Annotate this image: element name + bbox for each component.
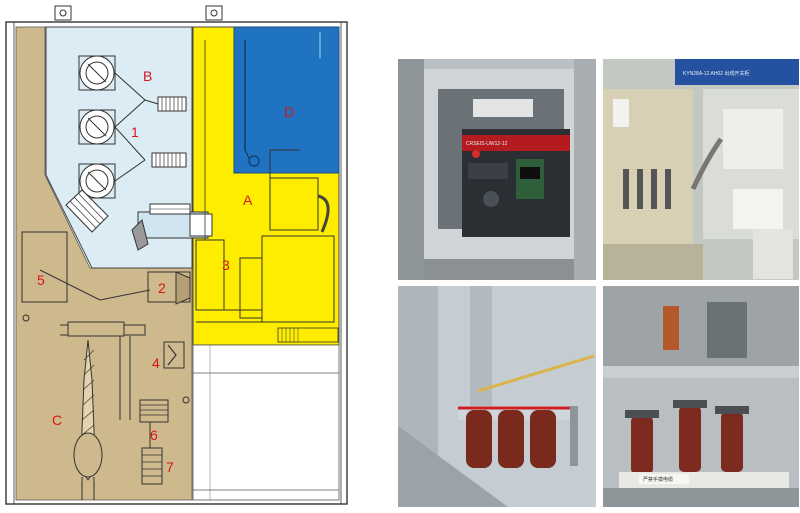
label-C: C [52, 412, 62, 428]
photo-surge-arrester: 严禁手摸电缆 [603, 286, 799, 507]
breaker-nameplate: CRSEIS·UW12-12 [466, 141, 508, 147]
photo-circuit-breaker: CRSEIS·UW12-12 [398, 59, 596, 280]
label-7: 7 [166, 459, 174, 475]
label-5: 5 [37, 272, 45, 288]
switchgear-cross-section: B D 1 A 3 5 2 4 C 6 7 [5, 5, 348, 505]
label-3: 3 [222, 257, 230, 273]
label-4: 4 [152, 355, 160, 371]
lifting-lug-right [205, 5, 223, 21]
busbar-insulators [65, 55, 187, 233]
bushing-spout [131, 203, 213, 251]
power-cable [73, 339, 103, 500]
lv-knob-icon [248, 155, 260, 167]
label-B: B [143, 68, 152, 84]
panel-title-plate: KYN28A-12 AH02 出线开关柜 [683, 70, 749, 77]
photo-contact-box [398, 286, 596, 507]
arrester-warning-label: 严禁手摸电缆 [643, 476, 673, 483]
label-1: 1 [131, 124, 139, 140]
cable-compartment-internals [21, 231, 190, 485]
lv-compartment-D [233, 26, 340, 174]
breaker-mechanism [195, 40, 339, 343]
lifting-lug-left [54, 5, 72, 21]
label-A: A [243, 192, 253, 208]
label-D: D [284, 104, 294, 120]
photo-lv-panel: KYN28A-12 AH02 出线开关柜 [603, 59, 799, 280]
current-transformer [147, 271, 191, 305]
label-2: 2 [158, 280, 166, 296]
label-6: 6 [150, 427, 158, 443]
